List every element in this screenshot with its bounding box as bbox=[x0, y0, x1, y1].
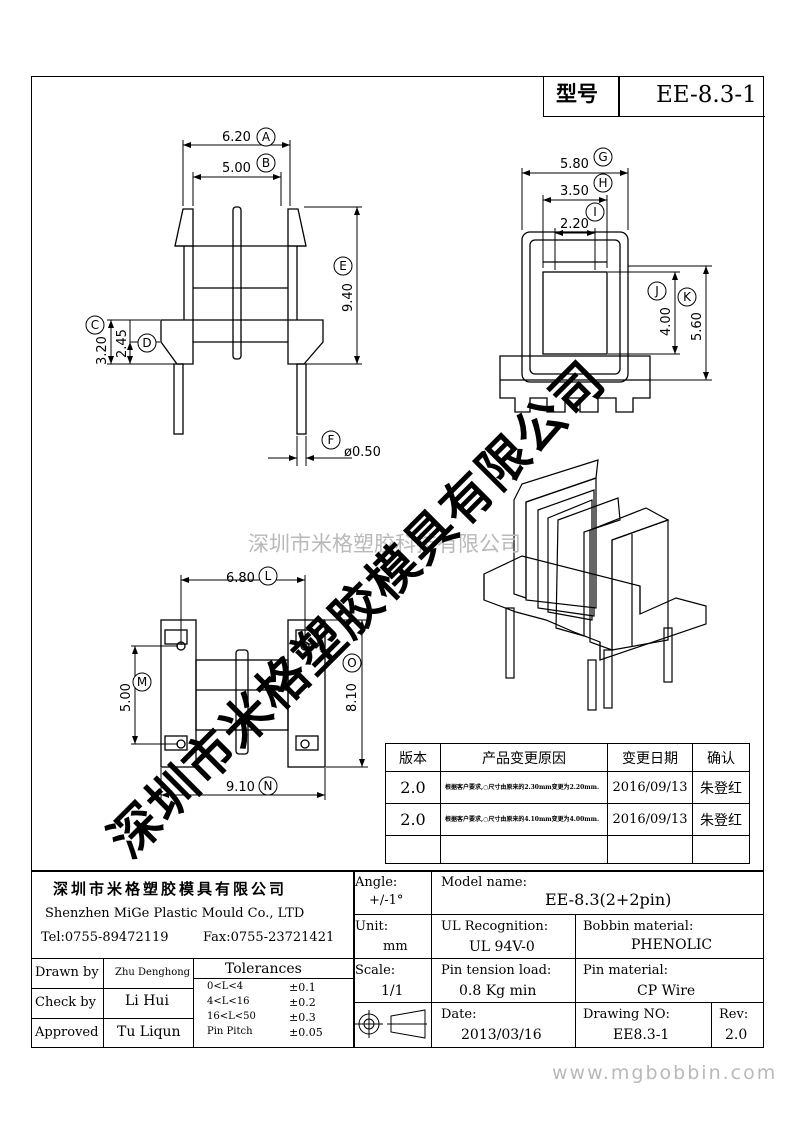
isometric-view bbox=[483, 459, 707, 711]
rev-header-date: 变更日期 bbox=[607, 743, 693, 772]
rev-date: 2016/09/13 bbox=[607, 771, 693, 804]
scale-value: 1/1 bbox=[381, 983, 404, 999]
tolerance-list: 0<L<4±0.1 4<L<16±0.2 16<L<50±0.3 Pin Pit… bbox=[207, 981, 323, 1039]
dim-value-B: 5.00 bbox=[222, 161, 251, 176]
model-name-value: EE-8.3(2+2pin) bbox=[545, 890, 672, 909]
bobbin-material-value: PHENOLIC bbox=[631, 937, 713, 953]
rev-reason: 根据客户要求,○尺寸由原来的2.30mm变更为2.20mm. bbox=[440, 771, 608, 804]
rev-value: 2.0 bbox=[725, 1027, 748, 1043]
pin-tension-label: Pin tension load: bbox=[441, 963, 552, 978]
dim-letter-L: L bbox=[265, 569, 272, 583]
dim-value-H: 3.50 bbox=[560, 184, 589, 199]
rev-confirm: 朱登红 bbox=[692, 803, 750, 836]
drawing-no-label: Drawing NO: bbox=[583, 1007, 670, 1022]
date-value: 2013/03/16 bbox=[461, 1027, 542, 1043]
dim-value-K: 5.60 bbox=[690, 312, 705, 341]
drawing-frame bbox=[31, 76, 764, 1048]
bottom-view bbox=[131, 575, 368, 800]
angle-label: Angle: bbox=[355, 875, 398, 890]
tolerances-label: Tolerances bbox=[225, 961, 302, 977]
unit-value: mm bbox=[383, 939, 408, 954]
dim-value-O: 8.10 bbox=[345, 683, 360, 712]
approved-label: Approved bbox=[35, 1025, 99, 1040]
pin-material-value: CP Wire bbox=[637, 983, 696, 999]
approved-value: Tu Liqun bbox=[117, 1024, 181, 1040]
dim-letter-J: J bbox=[654, 284, 659, 298]
dim-value-F: ø0.50 bbox=[344, 445, 381, 460]
title-block: 深圳市米格塑胶模具有限公司 Shenzhen MiGe Plastic Moul… bbox=[31, 870, 764, 1048]
dim-letter-K: K bbox=[683, 290, 692, 304]
date-label: Date: bbox=[441, 1007, 477, 1022]
dim-value-I: 2.20 bbox=[560, 217, 589, 232]
rev-label: Rev: bbox=[719, 1007, 749, 1022]
rev-reason: 根据客户要求,○尺寸由原来的4.10mm变更为4.00mm. bbox=[440, 803, 608, 836]
rev-header-version: 版本 bbox=[385, 743, 441, 772]
dim-letter-C: C bbox=[91, 318, 99, 332]
rev-header-confirm: 确认 bbox=[692, 743, 750, 772]
dim-letter-O: O bbox=[347, 656, 356, 670]
dim-letter-F: F bbox=[328, 433, 335, 447]
dim-letter-E: E bbox=[339, 259, 347, 273]
dim-letter-H: H bbox=[598, 176, 607, 190]
dim-value-G: 5.80 bbox=[560, 157, 589, 172]
dim-letter-G: G bbox=[598, 150, 607, 164]
unit-label: Unit: bbox=[355, 919, 389, 934]
revision-table: 版本 产品变更原因 变更日期 确认 2.0 根据客户要求,○尺寸由原来的2.30… bbox=[385, 743, 750, 864]
pin-material-label: Pin material: bbox=[583, 963, 669, 978]
dim-value-M: 5.00 bbox=[119, 683, 134, 712]
ul-label: UL Recognition: bbox=[441, 919, 549, 934]
drawn-label: Drawn by bbox=[35, 965, 99, 980]
dim-letter-I: I bbox=[593, 205, 597, 219]
scale-label: Scale: bbox=[355, 963, 396, 978]
company-en: Shenzhen MiGe Plastic Mould Co., LTD bbox=[45, 906, 305, 921]
projection-symbol-icon bbox=[355, 1009, 427, 1039]
watermark-center: 深圳市米格塑胶科技有限公司 bbox=[248, 532, 521, 556]
check-label: Check by bbox=[35, 995, 96, 1010]
angle-value: +/-1° bbox=[369, 893, 404, 908]
dim-letter-D: D bbox=[142, 336, 151, 350]
rev-version: 2.0 bbox=[385, 803, 441, 836]
revision-row-empty bbox=[385, 835, 750, 864]
drawing-no-value: EE8.3-1 bbox=[613, 1027, 670, 1043]
dim-value-A: 6.20 bbox=[222, 130, 251, 145]
dim-letter-A: A bbox=[262, 130, 271, 144]
dim-value-C: 3.20 bbox=[95, 336, 110, 365]
dim-value-N: 9.10 bbox=[226, 780, 255, 795]
watermark-url: www.mgbobbin.com bbox=[552, 1062, 778, 1084]
model-name-label: Model name: bbox=[441, 875, 527, 890]
dim-letter-B: B bbox=[262, 156, 270, 170]
rev-header-reason: 产品变更原因 bbox=[440, 743, 608, 772]
dim-letter-M: M bbox=[137, 675, 147, 689]
revision-row: 2.0 根据客户要求,○尺寸由原来的2.30mm变更为2.20mm. 2016/… bbox=[385, 771, 750, 804]
dim-value-D: 2.45 bbox=[115, 329, 130, 358]
bobbin-material-label: Bobbin material: bbox=[583, 919, 694, 934]
check-value: Li Hui bbox=[125, 993, 169, 1009]
dim-letter-N: N bbox=[264, 779, 273, 793]
model-header: 型号 EE-8.3-1 bbox=[543, 76, 765, 117]
rev-date: 2016/09/13 bbox=[607, 803, 693, 836]
company-cn: 深圳市米格塑胶模具有限公司 bbox=[53, 880, 288, 898]
rev-confirm: 朱登红 bbox=[692, 771, 750, 804]
company-tel: Tel:0755-89472119 bbox=[41, 930, 169, 945]
model-header-label: 型号 bbox=[556, 82, 598, 106]
side-view bbox=[499, 168, 712, 413]
model-header-value: EE-8.3-1 bbox=[656, 82, 757, 108]
ul-value: UL 94V-0 bbox=[469, 939, 535, 955]
dim-value-E: 9.40 bbox=[341, 283, 356, 312]
revision-row: 2.0 根据客户要求,○尺寸由原来的4.10mm变更为4.00mm. 2016/… bbox=[385, 803, 750, 836]
drawn-value: Zhu Denghong bbox=[115, 967, 191, 978]
front-view bbox=[107, 140, 362, 466]
dim-value-J: 4.00 bbox=[659, 307, 674, 336]
dim-value-L: 6.80 bbox=[226, 571, 255, 586]
company-fax: Fax:0755-23721421 bbox=[203, 930, 335, 945]
rev-version: 2.0 bbox=[385, 771, 441, 804]
pin-tension-value: 0.8 Kg min bbox=[459, 983, 537, 999]
